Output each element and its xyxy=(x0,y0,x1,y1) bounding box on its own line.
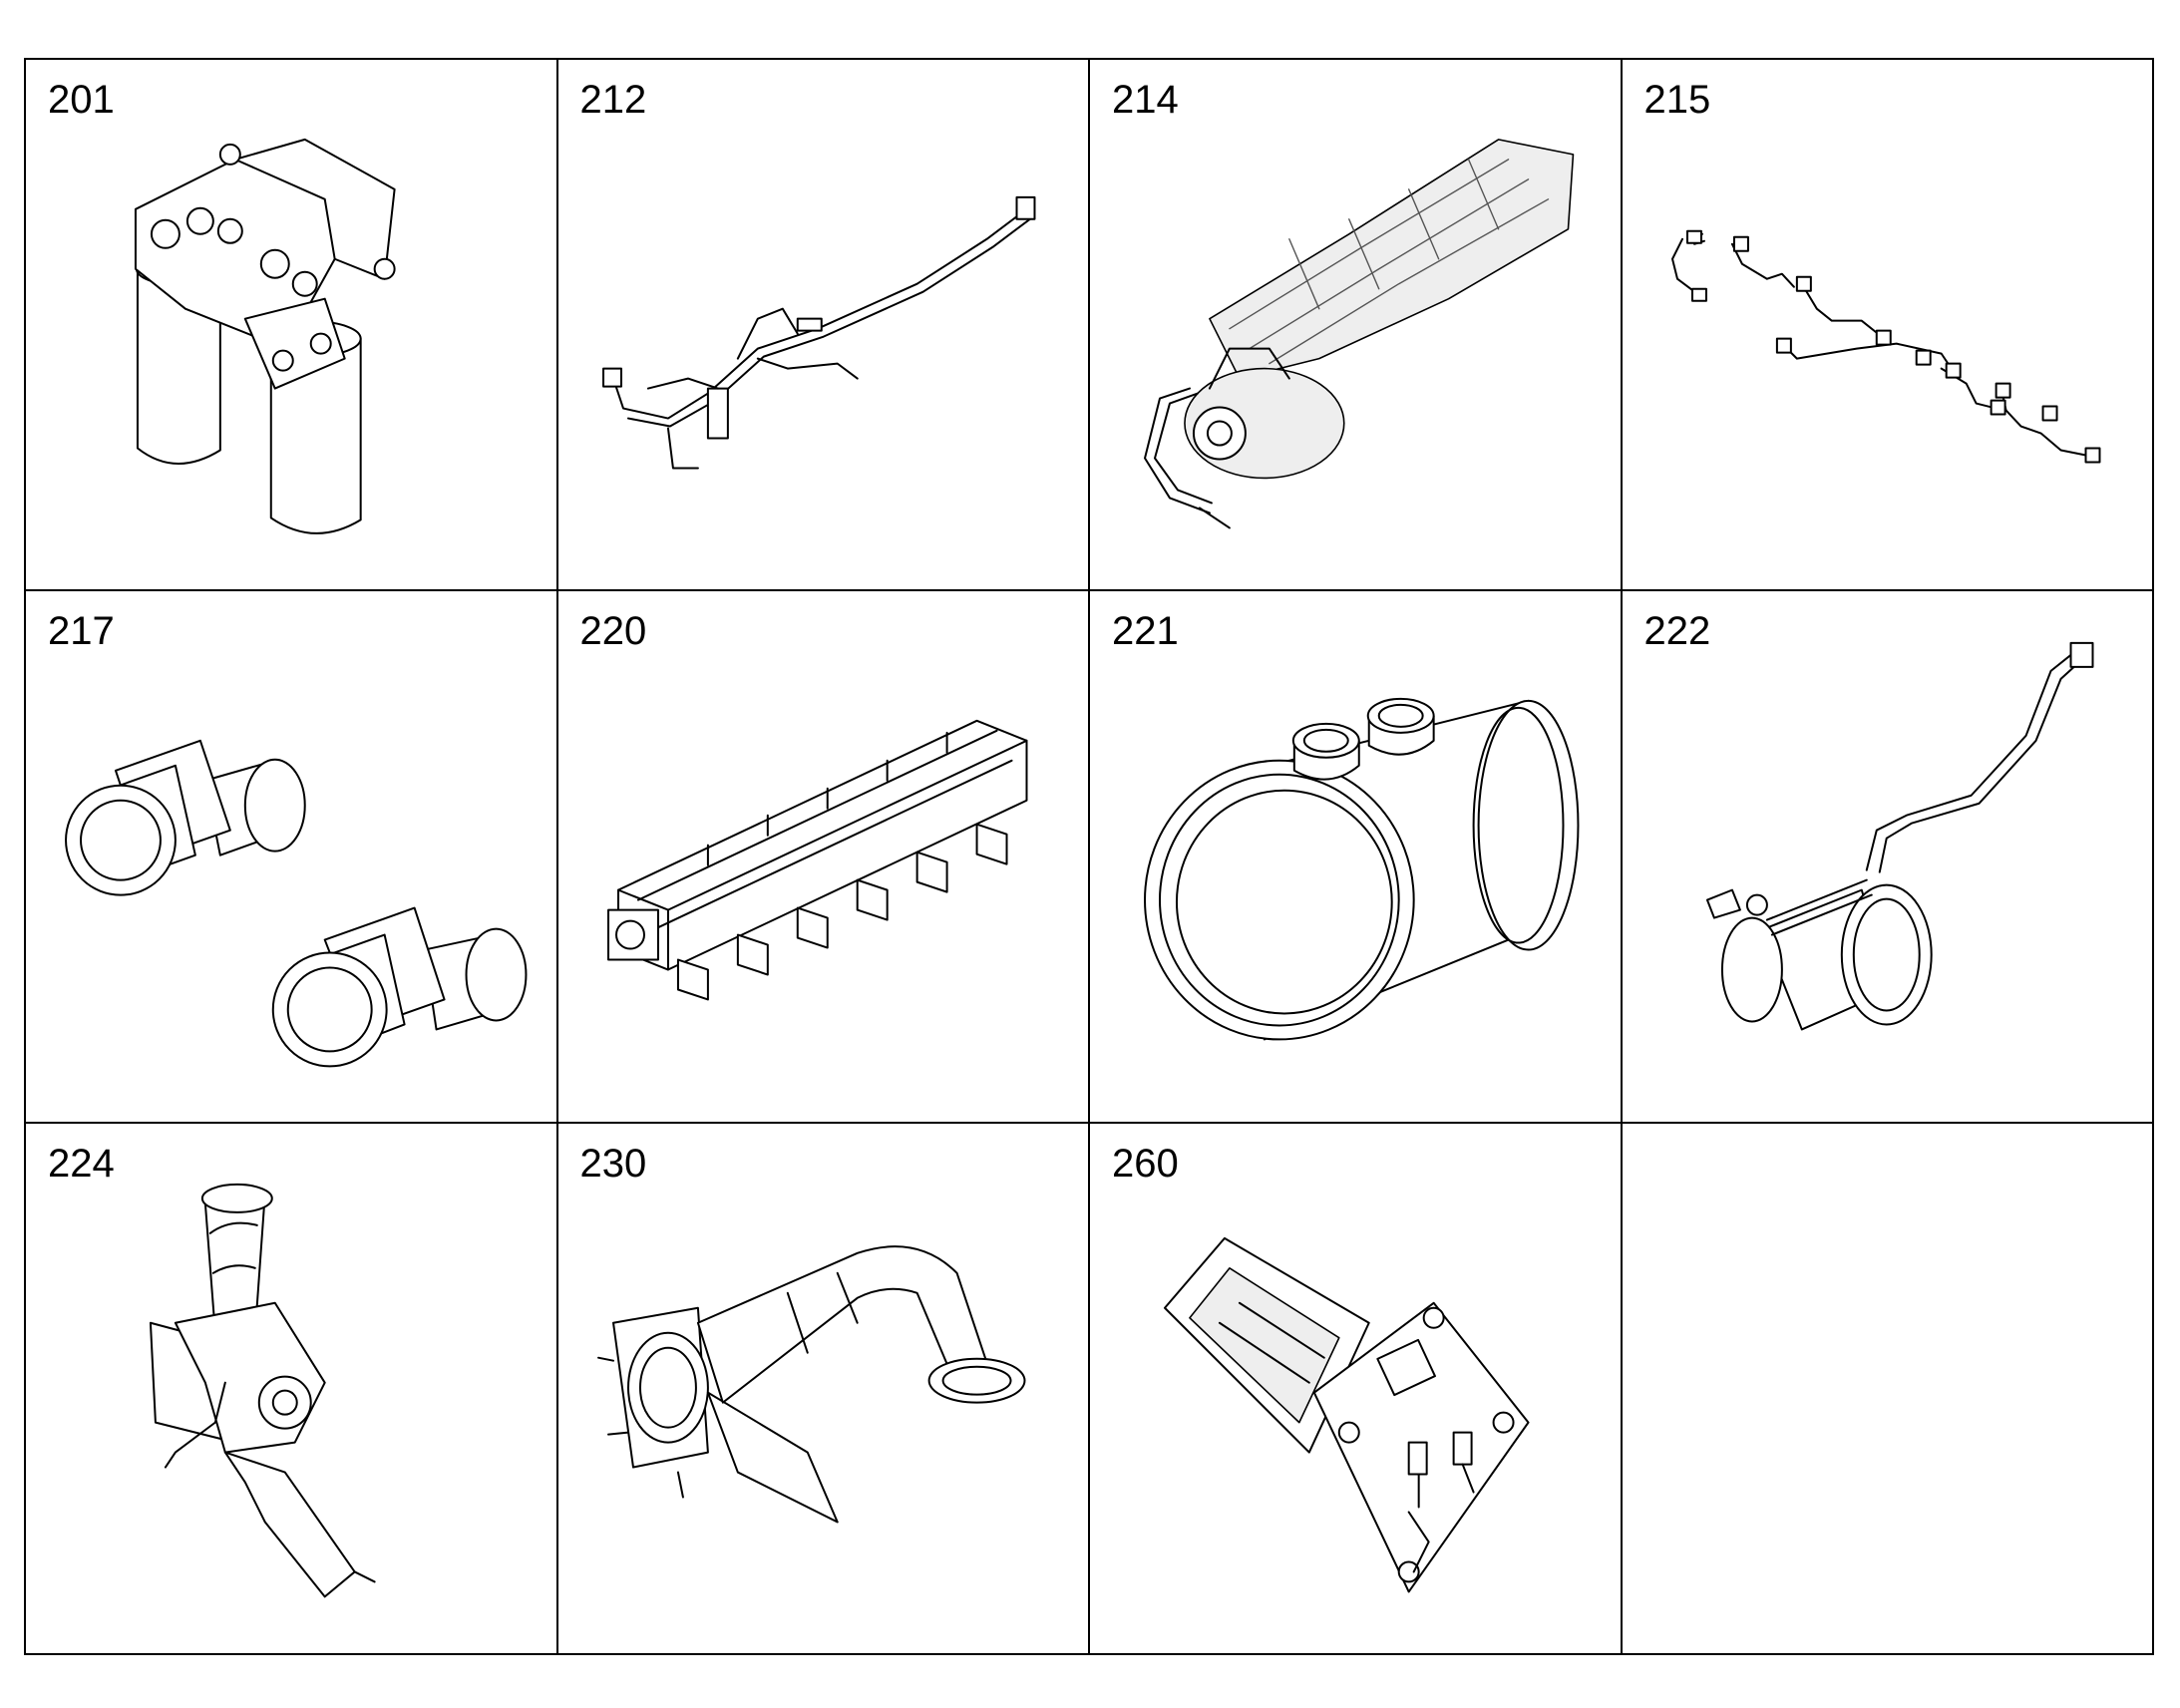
part-number: 230 xyxy=(579,1141,647,1186)
bracket-plate-assembly-icon xyxy=(1090,1124,1621,1653)
part-cell-222[interactable]: 222 xyxy=(1622,591,2154,1124)
part-number: 220 xyxy=(579,609,647,654)
part-cell-215[interactable]: 215 xyxy=(1622,60,2154,592)
hose-with-clamp-icon xyxy=(1623,591,2153,1121)
part-cell-224[interactable]: 224 xyxy=(26,1123,558,1655)
injector-lines-icon xyxy=(1623,60,2153,589)
part-number: 214 xyxy=(1112,78,1179,122)
parts-grid: 201 212 xyxy=(24,58,2154,1655)
part-cell-212[interactable]: 212 xyxy=(557,60,1090,592)
part-number: 221 xyxy=(1112,609,1179,654)
part-number: 224 xyxy=(48,1141,115,1186)
part-cell-230[interactable]: 230 xyxy=(557,1123,1090,1655)
exhaust-connector-sleeve-icon xyxy=(1090,591,1621,1121)
exhaust-pipe-elbow-icon xyxy=(558,1124,1089,1653)
intake-manifold-icon xyxy=(558,591,1089,1121)
part-number: 222 xyxy=(1643,609,1711,654)
coupling-adapter-icon xyxy=(26,591,556,1121)
part-cell-214[interactable]: 214 xyxy=(1090,60,1623,592)
part-cell-220[interactable]: 220 xyxy=(557,591,1090,1124)
part-cell-201[interactable]: 201 xyxy=(26,60,558,592)
part-cell-260[interactable]: 260 xyxy=(1090,1123,1623,1655)
part-number: 260 xyxy=(1112,1141,1179,1186)
empty-cell xyxy=(1622,1123,2154,1655)
fuel-rail-pump-assembly-icon xyxy=(1090,60,1621,589)
part-cell-217[interactable]: 217 xyxy=(26,591,558,1124)
part-number: 217 xyxy=(48,609,115,654)
part-number: 215 xyxy=(1643,78,1711,122)
fuel-filter-assembly-icon xyxy=(26,60,556,589)
part-cell-221[interactable]: 221 xyxy=(1090,591,1623,1124)
fuel-line-harness-icon xyxy=(558,60,1089,589)
throttle-elbow-assembly-icon xyxy=(26,1124,556,1653)
part-number: 201 xyxy=(48,78,115,122)
part-number: 212 xyxy=(579,78,647,122)
